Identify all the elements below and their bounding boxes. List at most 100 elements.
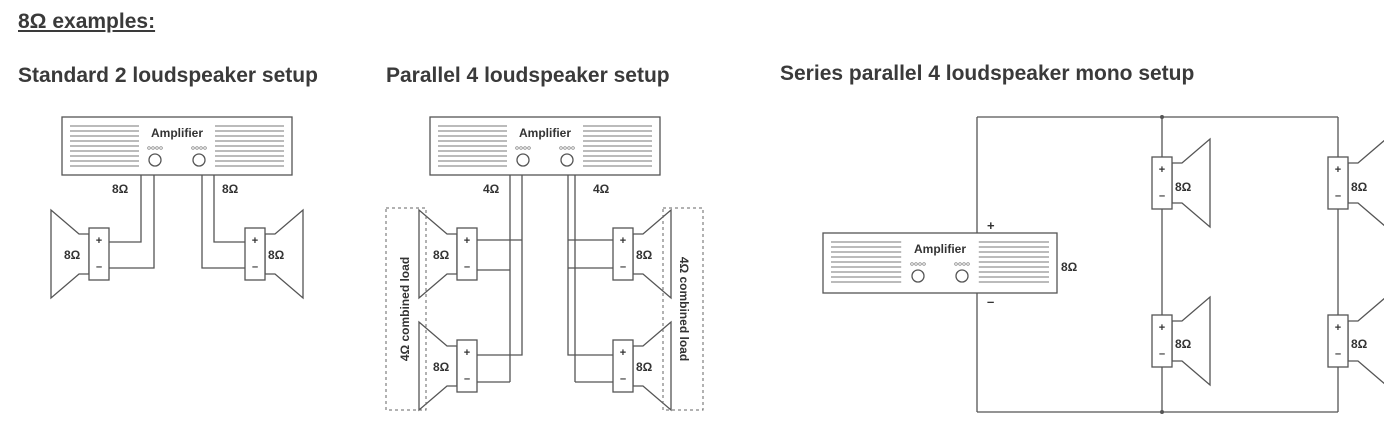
- plus-terminal: +: [1335, 164, 1341, 176]
- junction-dot: [1160, 410, 1164, 414]
- minus-terminal: –: [464, 261, 470, 273]
- load-label-right: 8Ω: [222, 182, 239, 196]
- output-knob: [192, 153, 206, 167]
- plus-terminal: +: [1159, 164, 1165, 176]
- indicator-dot: [159, 146, 163, 150]
- speaker-terminal: [1151, 314, 1173, 368]
- speaker-terminal: [612, 227, 634, 281]
- speaker-sp-tr: +–: [1327, 139, 1384, 227]
- indicator-dot: [527, 146, 531, 150]
- amplifier-parallel: Amplifier: [429, 116, 661, 176]
- combined-load-label-right: 4Ω combined load: [677, 257, 691, 361]
- load-label-left: 4Ω: [483, 182, 500, 196]
- amp-minus: –: [987, 294, 994, 309]
- indicator-dot: [571, 146, 575, 150]
- wire: [567, 268, 613, 356]
- amplifier-label: Amplifier: [914, 242, 966, 256]
- indicator-dot: [966, 262, 970, 266]
- minus-terminal: –: [620, 261, 626, 273]
- plus-terminal: +: [1335, 322, 1341, 334]
- amplifier-mono: Amplifier: [822, 232, 1058, 294]
- speaker-ohm-left: 8Ω: [64, 248, 81, 262]
- minus-terminal: –: [1335, 190, 1341, 202]
- section-title-standard: Standard 2 loudspeaker setup: [18, 64, 318, 87]
- indicator-dot: [559, 146, 563, 150]
- minus-terminal: –: [620, 373, 626, 385]
- speaker-ohm-right: 8Ω: [268, 248, 285, 262]
- section-title-series-parallel: Series parallel 4 loudspeaker mono setup: [780, 62, 1195, 85]
- speaker-terminal: [1151, 156, 1173, 210]
- plus-terminal: +: [252, 235, 258, 247]
- speaker-standard-left: +–: [50, 208, 110, 300]
- minus-terminal: –: [464, 373, 470, 385]
- speaker-terminal: [612, 339, 634, 393]
- section-title-parallel: Parallel 4 loudspeaker setup: [386, 64, 670, 87]
- indicator-dot: [195, 146, 199, 150]
- plus-terminal: +: [1159, 322, 1165, 334]
- combined-load-label-left: 4Ω combined load: [398, 257, 412, 361]
- amp-load-label: 8Ω: [1061, 260, 1078, 274]
- indicator-dot: [155, 146, 159, 150]
- wire-right-pos: [213, 175, 245, 243]
- indicator-dot: [199, 146, 203, 150]
- minus-terminal: –: [96, 261, 102, 273]
- speaker-ohm: 8Ω: [1351, 337, 1368, 351]
- speaker-parallel-br: +–: [612, 320, 672, 412]
- speaker-sp-bl: +–: [1151, 295, 1211, 387]
- speaker-parallel-tr: +–: [612, 208, 672, 300]
- amplifier-label: Amplifier: [151, 126, 203, 140]
- speaker-standard-right: +–: [244, 208, 304, 300]
- speaker-ohm: 8Ω: [1175, 337, 1192, 351]
- load-label-left: 8Ω: [112, 182, 129, 196]
- combined-load-box-left: [385, 207, 427, 411]
- output-knob: [560, 153, 574, 167]
- minus-terminal: –: [1159, 348, 1165, 360]
- indicator-dot: [962, 262, 966, 266]
- speaker-ohm: 8Ω: [1351, 180, 1368, 194]
- speaker-ohm: 8Ω: [636, 248, 653, 262]
- speaker-parallel-tl: +–: [418, 208, 478, 300]
- indicator-dot: [519, 146, 523, 150]
- indicator-dot: [563, 146, 567, 150]
- speaker-terminal: [88, 227, 110, 281]
- speaker-terminal: [1327, 314, 1349, 368]
- indicator-dot: [914, 262, 918, 266]
- speaker-ohm: 8Ω: [433, 360, 450, 374]
- amplifier-standard: Amplifier: [61, 116, 293, 176]
- speaker-parallel-bl: +–: [418, 320, 478, 412]
- amplifier-body: [822, 232, 1058, 294]
- indicator-dot: [910, 262, 914, 266]
- indicator-dot: [567, 146, 571, 150]
- wire-right-neg: [201, 175, 245, 269]
- wire: [477, 240, 523, 356]
- plus-terminal: +: [96, 235, 102, 247]
- indicator-dot: [151, 146, 155, 150]
- minus-terminal: –: [1159, 190, 1165, 202]
- speaker-terminal: [244, 227, 266, 281]
- minus-terminal: –: [252, 261, 258, 273]
- speaker-sp-br: +–: [1327, 297, 1384, 385]
- speaker-ohm: 8Ω: [636, 360, 653, 374]
- speaker-sp-tl: +–: [1151, 137, 1211, 229]
- speaker-terminal: [456, 339, 478, 393]
- speaker-ohm: 8Ω: [1175, 180, 1192, 194]
- wire-left-pos: [109, 175, 142, 243]
- indicator-dot: [918, 262, 922, 266]
- speaker-terminal: [1327, 156, 1349, 210]
- plus-terminal: +: [620, 235, 626, 247]
- indicator-dot: [922, 262, 926, 266]
- plus-terminal: +: [620, 347, 626, 359]
- amp-plus: +: [987, 218, 995, 233]
- output-knob: [911, 269, 925, 283]
- output-knob: [516, 153, 530, 167]
- indicator-dot: [515, 146, 519, 150]
- page-title: 8Ω examples:: [18, 10, 156, 33]
- wire-left-neg: [109, 175, 155, 269]
- combined-load-box-right: [662, 207, 704, 411]
- indicator-dot: [954, 262, 958, 266]
- amplifier-label: Amplifier: [519, 126, 571, 140]
- minus-terminal: –: [1335, 348, 1341, 360]
- output-knob: [955, 269, 969, 283]
- indicator-dot: [203, 146, 207, 150]
- speaker-terminal: [456, 227, 478, 281]
